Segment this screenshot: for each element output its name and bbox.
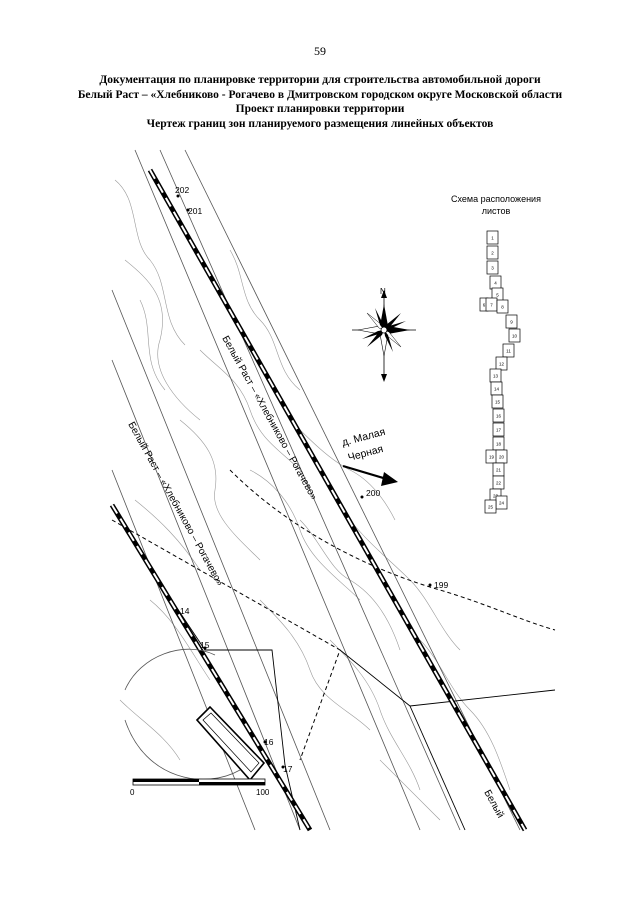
sheet-number: 12 — [499, 362, 505, 367]
point-label-201: 201 — [188, 206, 202, 216]
sheet-number: 1 — [491, 236, 494, 241]
sheet-number: 19 — [489, 455, 495, 460]
road-label-lower: Белый Раст – «Хлебниково – Рогачево» — [125, 420, 226, 589]
road-label-upper: Белый Раст – «Хлебниково – Рогачево» — [219, 334, 320, 503]
village-arrow-icon — [342, 464, 398, 486]
sheet-number: 25 — [488, 505, 494, 510]
title-line-2: Белый Раст – «Хлебниково - Рогачево в Дм… — [77, 88, 563, 101]
sheet-cell — [486, 230, 499, 245]
road-edges — [111, 149, 521, 831]
sheet-number: 8 — [501, 305, 504, 310]
index-title-line-1: Схема расположения — [451, 194, 541, 204]
point-label-200: 200 — [366, 488, 380, 498]
building-outline — [195, 705, 266, 782]
sheet-cell — [486, 260, 499, 275]
sheet-number: 4 — [494, 281, 497, 286]
sheet-number: 24 — [499, 501, 505, 506]
point-label-17: 17 — [283, 764, 293, 774]
sheet-number: 2 — [491, 251, 494, 256]
scale-bar-start: 0 — [130, 788, 135, 797]
main-road-line — [147, 168, 528, 832]
scale-bar-end: 100 — [256, 788, 270, 797]
sheet-cell — [505, 314, 518, 329]
sheet-number: 7 — [490, 303, 493, 308]
sheet-cell — [502, 343, 515, 358]
sheet-number: 6 — [483, 303, 486, 308]
sheet-number: 18 — [496, 442, 502, 447]
title-line-4: Чертеж границ зон планируемого размещени… — [146, 117, 494, 130]
document-title: Документация по планировке территории дл… — [20, 73, 620, 131]
point-label-15: 15 — [200, 640, 210, 650]
sheet-cell — [508, 328, 521, 343]
sheet-number: 13 — [493, 374, 499, 379]
sheet-cell — [496, 299, 509, 314]
sheet-number: 10 — [512, 334, 518, 339]
village-label: д. Малая Черная — [341, 426, 387, 464]
sheet-number: 9 — [510, 320, 513, 325]
sheet-number: 3 — [491, 266, 494, 271]
sheet-number: 17 — [496, 428, 502, 433]
point-labels: 202 201 200 199 14 15 16 17 — [175, 185, 448, 774]
index-title-line-2: листов — [482, 206, 511, 216]
sheet-cell — [495, 356, 508, 371]
sheet-cell — [486, 245, 499, 260]
sheet-number: 21 — [496, 468, 502, 473]
sheet-number: 16 — [496, 414, 502, 419]
sheet-number: 22 — [496, 481, 502, 486]
point-label-16: 16 — [264, 737, 274, 747]
sheet-number: 20 — [499, 455, 505, 460]
point-label-202: 202 — [175, 185, 189, 195]
sheet-cell — [492, 422, 505, 437]
title-line-1: Документация по планировке территории дл… — [99, 74, 541, 86]
lower-road-line — [109, 503, 313, 832]
point-markers — [176, 194, 432, 769]
parcel-boundary — [174, 604, 556, 831]
roundabout — [124, 648, 241, 780]
sheet-number: 5 — [496, 293, 499, 298]
scale-bar: 0 100 — [130, 778, 270, 797]
compass-rose-icon — [352, 290, 416, 382]
sheet-number: 14 — [494, 387, 500, 392]
sheet-number: 11 — [506, 349, 511, 354]
sheet-cell — [484, 499, 497, 514]
title-line-3: Проект планировки территории — [235, 103, 405, 115]
page-number: 59 — [314, 44, 326, 58]
sheet-cell — [491, 394, 504, 409]
sheet-number: 15 — [495, 400, 501, 405]
north-label: N — [380, 287, 386, 296]
point-label-14: 14 — [180, 606, 190, 616]
sheet-cell — [492, 408, 505, 423]
point-label-199: 199 — [434, 580, 448, 590]
